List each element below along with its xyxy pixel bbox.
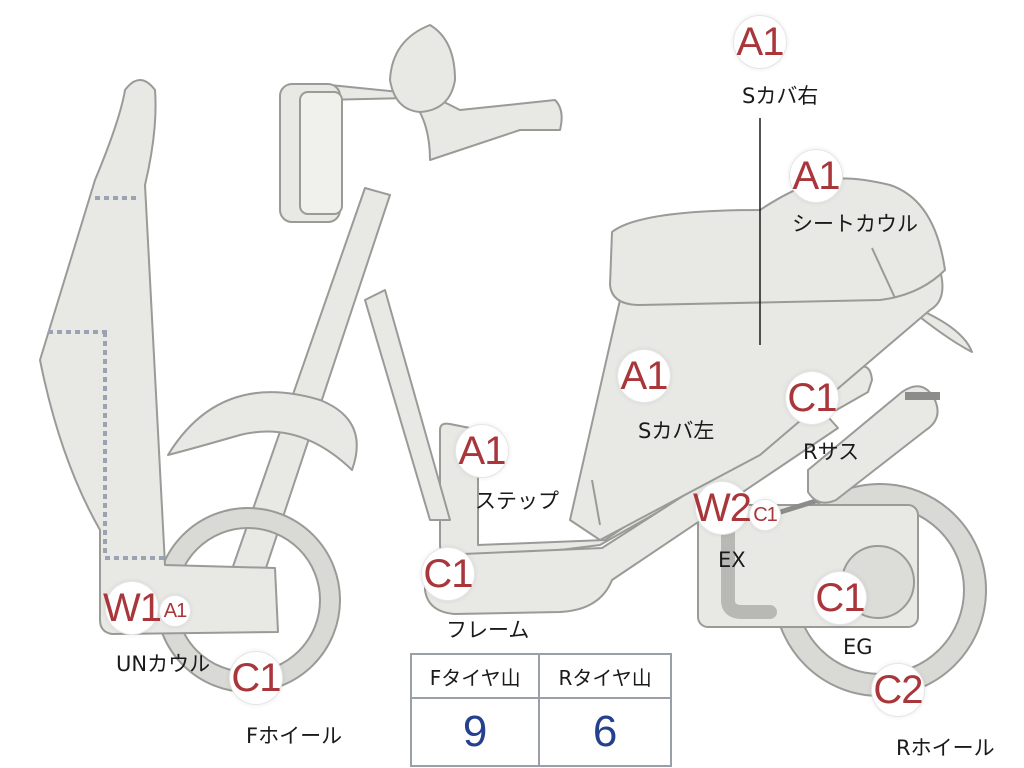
under-cowl-grade-badge: W1 bbox=[103, 582, 162, 634]
frame-tube-shape bbox=[424, 407, 839, 615]
frame-grade-badge: C1 bbox=[422, 548, 474, 600]
exhaust-label: EX bbox=[718, 548, 746, 572]
front-fender-shape bbox=[167, 391, 358, 471]
s-cover-left-grade-badge: A1 bbox=[618, 350, 670, 402]
engine-label: EG bbox=[843, 635, 873, 659]
exhaust-secondary-grade-badge: C1 bbox=[750, 500, 780, 530]
rear-tire-tread-value: 6 bbox=[538, 697, 672, 767]
step-label: ステップ bbox=[475, 489, 559, 513]
seat-cowl-label: シートカウル bbox=[792, 212, 918, 236]
rear-wheel-grade-badge: C2 bbox=[872, 664, 924, 716]
step-grade-badge: A1 bbox=[456, 425, 508, 477]
seat-cowl-grade-badge: A1 bbox=[790, 150, 842, 202]
front-wheel-grade-badge: C1 bbox=[230, 652, 282, 704]
rear-suspension-label: Rサス bbox=[803, 440, 860, 464]
tire-tread-table: Fタイヤ山 Rタイヤ山 9 6 bbox=[409, 653, 672, 767]
under-cowl-secondary-grade-badge: A1 bbox=[160, 596, 190, 626]
leg-shield-shape bbox=[39, 79, 279, 635]
under-cowl-label: UNカウル bbox=[116, 652, 211, 676]
rear-suspension-shape bbox=[807, 385, 939, 504]
front-tire-tread-value: 9 bbox=[409, 697, 541, 767]
s-cover-right-grade-badge: A1 bbox=[734, 16, 786, 68]
frame-label: フレーム bbox=[446, 618, 530, 642]
tire-tread-header-row: Fタイヤ山 Rタイヤ山 bbox=[409, 653, 672, 699]
exhaust-grade-badge: W2 bbox=[693, 482, 752, 534]
s-cover-left-label: Sカバ左 bbox=[638, 419, 715, 443]
s-cover-right-label: Sカバ右 bbox=[742, 84, 819, 108]
engine-grade-badge: C1 bbox=[814, 572, 866, 624]
front-tire-tread-header: Fタイヤ山 bbox=[409, 653, 541, 699]
front-wheel-label: Fホイール bbox=[246, 724, 343, 748]
exhaust-pipe-shape bbox=[721, 513, 777, 619]
rear-wheel-label: Rホイール bbox=[896, 736, 995, 760]
rear-tire-tread-header: Rタイヤ山 bbox=[538, 653, 672, 699]
rear-suspension-grade-badge: C1 bbox=[786, 372, 838, 424]
mirror-shape bbox=[389, 24, 456, 113]
seat-shape bbox=[609, 177, 946, 306]
tire-tread-value-row: 9 6 bbox=[409, 697, 672, 767]
